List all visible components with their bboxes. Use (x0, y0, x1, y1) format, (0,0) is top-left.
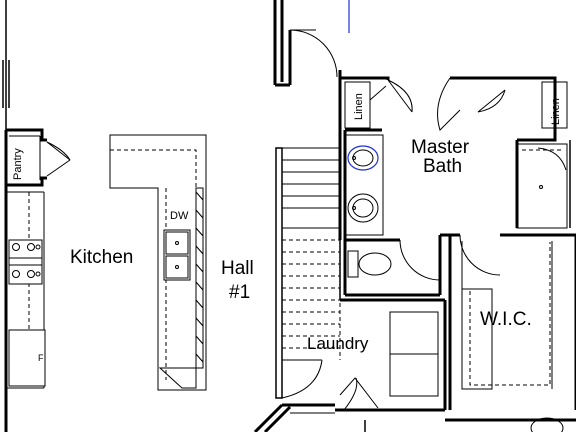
wic-walls (448, 235, 576, 410)
linen-left-label: Linen (353, 93, 365, 120)
kitchen-peninsula (109, 134, 207, 391)
left-wing-walls (2, 0, 47, 432)
toilet (347, 250, 392, 278)
kitchen-label: Kitchen (70, 247, 133, 268)
master-bath-label-line2: Bath (423, 156, 462, 177)
hall-label-line2: #1 (229, 282, 250, 303)
hall-label-line1: Hall (221, 258, 254, 279)
laundry-label: Laundry (307, 334, 369, 353)
master-bath-doors (369, 77, 506, 281)
pantry-door (46, 141, 71, 177)
laundry-walls (335, 240, 447, 412)
pantry-label: Pantry (12, 148, 24, 180)
vanity (344, 134, 384, 236)
linen-right-label: Linen (550, 98, 562, 125)
linen-closet-right (541, 81, 568, 129)
fridge-label: F (38, 353, 44, 363)
dishwasher-label: DW (170, 210, 189, 222)
linen-closet-left (344, 81, 371, 129)
entry-door (289, 29, 338, 78)
kitchen-sink (163, 229, 191, 281)
stove (8, 239, 43, 285)
shower (516, 143, 568, 229)
wic-label: W.I.C. (480, 309, 532, 330)
upper-center-walls (273, 0, 342, 87)
bottom-walls (253, 403, 576, 432)
master-bath-label-line1: Master (411, 137, 470, 158)
fridge (8, 329, 46, 387)
laundry-doors (281, 359, 379, 411)
